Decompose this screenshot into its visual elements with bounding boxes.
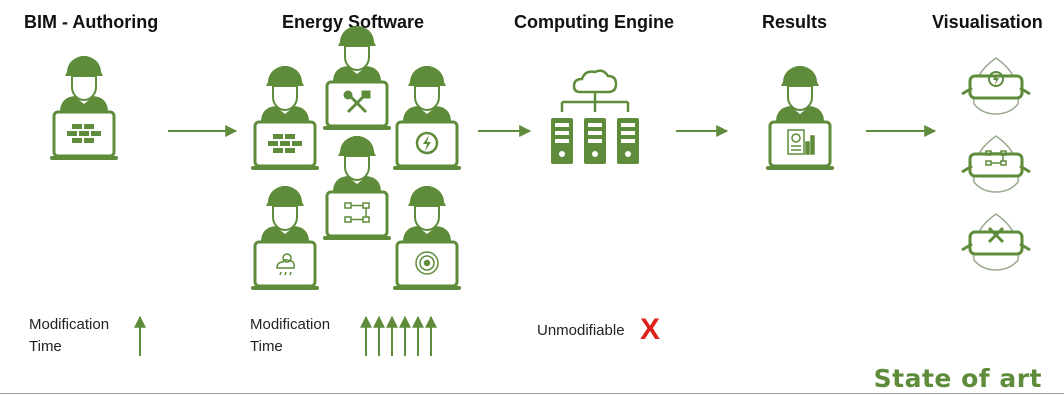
modification-label: Modification [250, 316, 331, 333]
modification-time-note-energy: Modification Time [250, 314, 330, 358]
time-label: Time [250, 338, 283, 355]
energy-worker-tools-icon [321, 25, 393, 132]
energy-worker-sun-cloud-icon [249, 185, 321, 292]
modification-time-note-bim: Modification Time [29, 314, 109, 358]
unmodifiable-label: Unmodifiable [537, 322, 625, 339]
vr-headset-tools-icon [960, 212, 1032, 272]
results-worker-report-icon [764, 65, 836, 172]
heading-computing-engine: Computing Engine [514, 12, 674, 32]
energy-worker-lightning-icon [391, 65, 463, 172]
cross-icon: X [640, 313, 661, 346]
time-label: Time [29, 338, 62, 355]
vr-headset-lightning-icon [960, 56, 1032, 116]
state-of-art-label: State of art [873, 364, 1042, 393]
bim-worker-icon [48, 55, 120, 162]
energy-worker-seal-icon [391, 185, 463, 292]
heading-results: Results [762, 12, 828, 32]
heading-energy-software: Energy Software [282, 12, 425, 32]
heading-visualisation: Visualisation [932, 12, 1043, 32]
arrow-up-group [360, 315, 437, 356]
divider [0, 393, 1064, 394]
modification-label: Modification [29, 316, 110, 333]
energy-worker-bricks-icon [249, 65, 321, 172]
cloud-server-icon [551, 69, 639, 164]
heading-bim-authoring: BIM - Authoring [24, 12, 159, 32]
energy-worker-flowchart-icon [321, 135, 393, 242]
vr-headset-flowchart-icon [960, 134, 1032, 194]
